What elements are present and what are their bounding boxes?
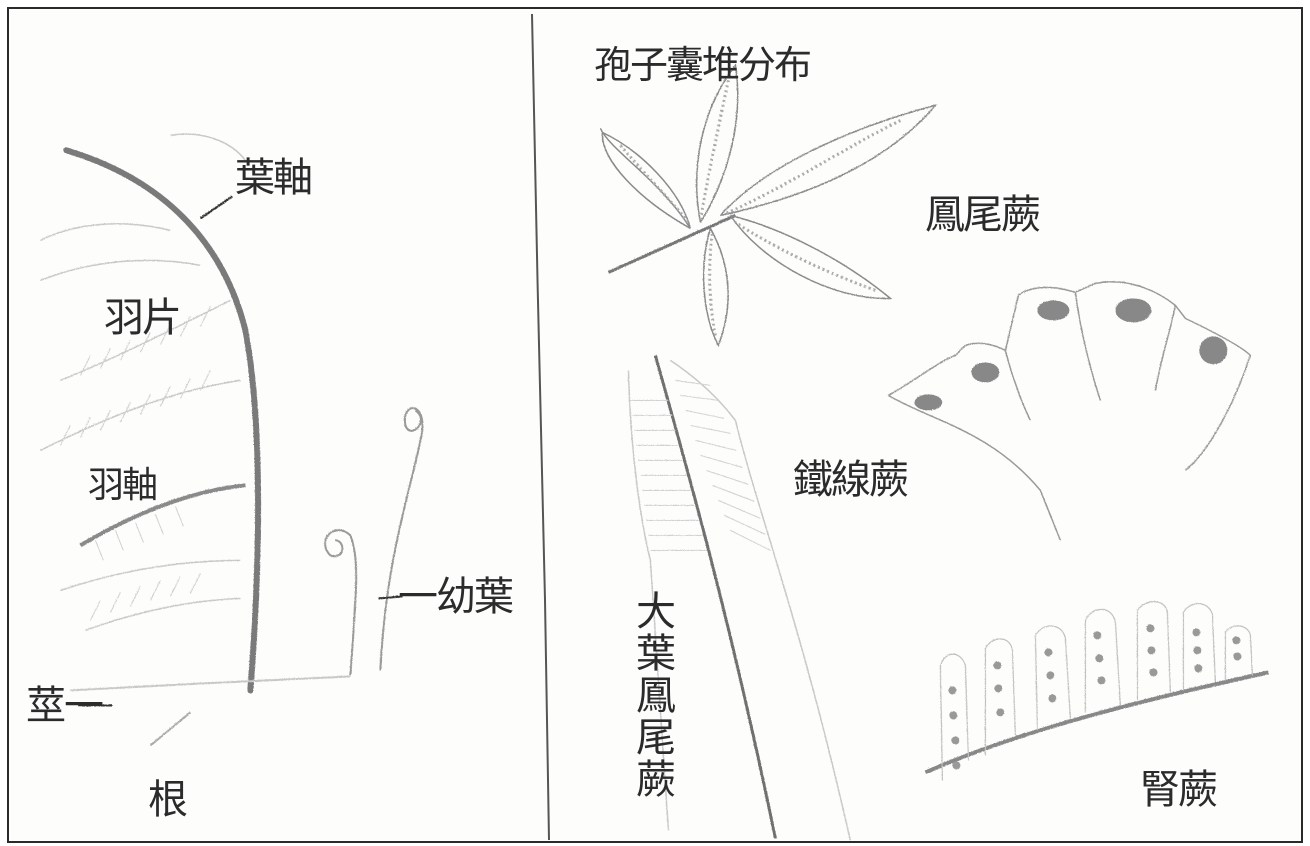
- nephrolepis-frond: [924, 600, 1269, 781]
- label-pinna: 羽片: [104, 295, 182, 341]
- fiddlehead-pointer: [377, 595, 403, 599]
- label-maidenhair-fern: 鐵線蕨: [793, 457, 909, 503]
- label-nephrolepis-fern: 腎蕨: [1140, 767, 1218, 813]
- label-root: 根: [148, 777, 188, 823]
- pinna-rachis-stroke: [78, 483, 246, 547]
- label-large-pteris-fern: 大葉鳳尾蕨: [629, 590, 675, 800]
- fiddlehead-short: [323, 528, 357, 676]
- label-sorus-distribution: 孢子囊堆分布: [594, 43, 812, 87]
- leaflet-marks: [59, 305, 211, 621]
- fern-frond-diagram: [39, 133, 423, 746]
- drawing-frame: [7, 7, 1303, 843]
- label-rachis: 葉軸: [235, 155, 313, 201]
- large-pteris-frond: [627, 354, 851, 841]
- panel-divider: [531, 13, 550, 841]
- label-pteris-fern: 鳳尾蕨: [925, 192, 1041, 238]
- rachis-stroke: [63, 147, 261, 693]
- ground-stem: [69, 675, 351, 691]
- label-fiddlehead: 一幼葉: [398, 574, 514, 620]
- rachis-pointer: [199, 195, 233, 219]
- pteris-frond: [599, 63, 938, 347]
- label-stem: 莖一: [26, 683, 104, 729]
- root-line: [149, 711, 191, 746]
- fiddlehead-tall: [379, 406, 423, 671]
- maidenhair-frond: [887, 280, 1251, 541]
- label-pinna-rachis: 羽軸: [88, 465, 158, 506]
